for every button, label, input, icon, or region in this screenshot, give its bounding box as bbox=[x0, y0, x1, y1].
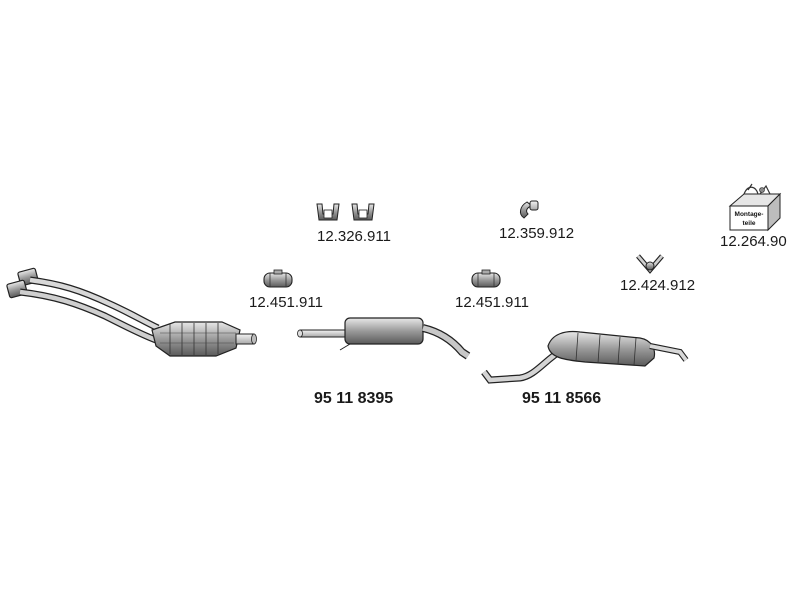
kit-label-line1: Montage- bbox=[735, 211, 764, 218]
part-number-hanger-bracket: 12.359.912 bbox=[499, 225, 575, 242]
part-number-gasket: 12.424.912 bbox=[620, 277, 696, 294]
pipe-clamp-icon bbox=[263, 269, 293, 288]
gasket-icon bbox=[636, 254, 664, 274]
part-number-mounting-kit: 12.264.90 bbox=[720, 233, 787, 250]
hanger-bracket-icon bbox=[519, 200, 539, 219]
part-number-hanger-pair: 12.326.911 bbox=[317, 228, 391, 245]
front-pipe-with-catalyst bbox=[6, 267, 257, 357]
part-number-middle-silencer: 95 11 8395 bbox=[314, 390, 394, 407]
mounting-kit-box-icon: Montage- teile bbox=[728, 183, 782, 232]
pipe-clamp-icon bbox=[471, 269, 501, 288]
rubber-hanger-icon bbox=[351, 203, 375, 221]
rear-silencer bbox=[481, 330, 689, 384]
part-number-clamp-right: 12.451.911 bbox=[455, 294, 529, 311]
part-number-clamp-left: 12.451.911 bbox=[249, 294, 323, 311]
part-number-rear-silencer: 95 11 8566 bbox=[522, 390, 602, 407]
kit-label-line2: teile bbox=[742, 220, 755, 227]
rubber-hanger-icon bbox=[316, 203, 340, 221]
middle-silencer bbox=[297, 317, 471, 360]
